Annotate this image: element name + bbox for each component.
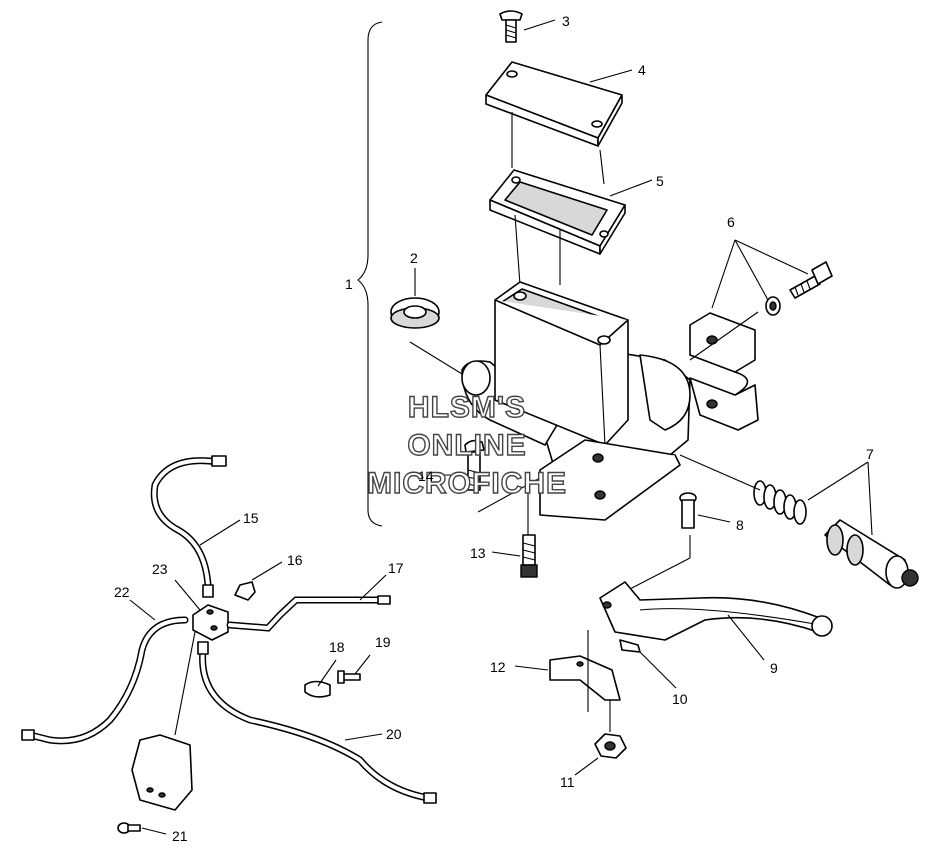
- callout-15: 15: [243, 510, 259, 526]
- bolt-14: [464, 439, 485, 491]
- callout-18: 18: [329, 639, 345, 655]
- brake-hose-15: [150, 455, 227, 598]
- pivot-bolt-8: [679, 492, 697, 529]
- nut-11: [594, 733, 627, 759]
- reservoir-cover-4: [485, 61, 623, 147]
- callout-22: 22: [114, 584, 130, 600]
- bolt-19: [337, 670, 361, 684]
- clamp-bolt-6: [789, 261, 833, 299]
- callout-14: 14: [418, 468, 434, 484]
- callout-5: 5: [656, 173, 664, 189]
- callout-6: 6: [727, 214, 735, 230]
- callout-21: 21: [172, 828, 188, 844]
- clip-16: [234, 581, 256, 601]
- callout-13: 13: [470, 545, 486, 561]
- bracket-18: [304, 680, 331, 698]
- callout-16: 16: [287, 552, 303, 568]
- callout-labels: 1 2 3 4 5 6 7 8 9 10 11 12 13 14 15 16 1…: [114, 13, 874, 844]
- clamp-washer-6: [765, 296, 781, 316]
- clamp-6: [689, 312, 759, 431]
- junction-block-23: [192, 604, 229, 641]
- piston-7: [824, 519, 919, 589]
- lever-pin-10: [619, 639, 641, 653]
- gasket-5: [489, 169, 626, 255]
- screw-3: [499, 10, 523, 43]
- callout-11: 11: [560, 774, 575, 790]
- bleeder-13: [520, 534, 538, 578]
- watermark-line-1: HLSM'S: [408, 391, 526, 424]
- seal-ring-2: [390, 297, 440, 329]
- callout-9: 9: [770, 660, 778, 676]
- brake-line-17: [226, 595, 391, 632]
- lever-guard-12: [549, 655, 621, 701]
- screw-21: [117, 822, 141, 834]
- brake-hose-20: [197, 641, 437, 804]
- watermark: HLSM'S ONLINE MICROFICHE: [366, 390, 567, 500]
- callout-20: 20: [386, 726, 402, 742]
- spring-7: [753, 480, 807, 525]
- callout-8: 8: [736, 517, 744, 533]
- master-cylinder-body: [461, 281, 691, 521]
- callout-12: 12: [490, 659, 506, 675]
- brake-lever-9: [599, 581, 833, 641]
- callout-4: 4: [638, 62, 646, 78]
- watermark-line-3: MICROFICHE: [367, 467, 567, 500]
- callout-19: 19: [375, 634, 391, 650]
- watermark-line-2: ONLINE: [407, 429, 526, 462]
- assembly-bracket: [357, 21, 383, 527]
- caliper-fragment: [131, 734, 193, 811]
- callout-7: 7: [866, 446, 874, 462]
- callout-1: 1: [345, 276, 353, 292]
- callout-3: 3: [562, 13, 570, 29]
- callout-2: 2: [410, 250, 418, 266]
- callout-10: 10: [672, 691, 688, 707]
- callout-23: 23: [152, 561, 168, 577]
- brake-hose-22: [21, 616, 189, 745]
- callout-17: 17: [388, 560, 404, 576]
